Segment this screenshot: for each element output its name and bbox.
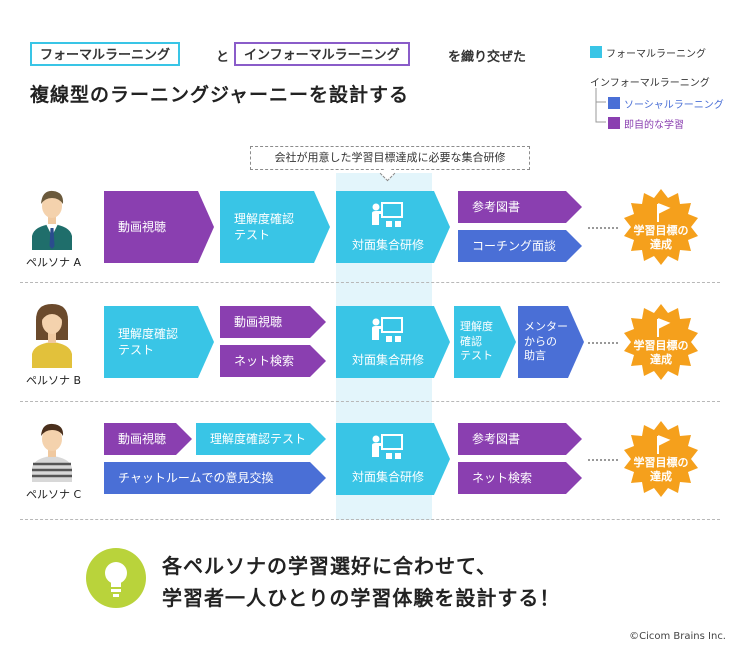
legend-immediate-swatch <box>608 117 620 129</box>
legend-formal-label: フォーマルラーニング <box>606 49 706 60</box>
persona-a-step-classroom: 対面集合研修 <box>336 191 450 263</box>
row-separator <box>20 282 720 283</box>
persona-b-step-search: ネット検索 <box>220 345 326 377</box>
header-suffix: を織り交ぜた <box>448 50 527 65</box>
summary-line-1: 各ペルソナの学習選好に合わせて、 <box>162 554 497 578</box>
classroom-label: 対面集合研修 <box>351 470 424 484</box>
row-separator <box>20 401 720 402</box>
persona-a-step-books: 参考図書 <box>458 191 582 223</box>
classroom-icon <box>370 433 404 461</box>
legend-formal-swatch <box>590 46 602 58</box>
persona-b-goal-badge: 学習目標の 達成 <box>622 303 700 381</box>
persona-c-avatar-icon <box>32 423 72 482</box>
persona-a-step-video: 動画視聴 <box>104 191 214 263</box>
persona-a-label: ペルソナ A <box>26 256 82 269</box>
goal-label: 学習目標の 達成 <box>633 456 689 484</box>
persona-c-step-chatroom: チャットルームでの意見交換 <box>104 462 326 494</box>
copyright-text: ©Cicom Brains Inc. <box>629 631 726 642</box>
goal-flag-icon <box>624 304 698 380</box>
persona-b-avatar-icon <box>32 304 72 368</box>
goal-label: 学習目標の 達成 <box>633 224 689 252</box>
classroom-label: 対面集合研修 <box>351 353 424 367</box>
continuation-dots <box>588 342 618 344</box>
persona-c-goal-badge: 学習目標の 達成 <box>622 420 700 498</box>
legend-immediate-label: 即自的な学習 <box>624 120 684 131</box>
persona-a-goal-badge: 学習目標の 達成 <box>622 188 700 266</box>
summary-line-2: 学習者一人ひとりの学習体験を設計する！ <box>162 586 561 610</box>
formal-learning-tag: フォーマルラーニング <box>30 42 181 66</box>
persona-c-step-video: 動画視聴 <box>104 423 192 455</box>
legend-tree-lines <box>595 88 606 123</box>
goal-label: 学習目標の 達成 <box>633 339 689 367</box>
legend-social-swatch <box>608 97 620 109</box>
persona-c-step-classroom: 対面集合研修 <box>336 423 450 495</box>
persona-c-step-search: ネット検索 <box>458 462 582 494</box>
persona-b-label: ペルソナ B <box>26 374 82 387</box>
lightbulb-icon <box>86 548 146 608</box>
classroom-icon <box>370 316 404 344</box>
legend-social-label: ソーシャルラーニング <box>624 100 724 111</box>
persona-a-avatar-icon <box>32 190 72 250</box>
persona-c-step-quiz: 理解度確認テスト <box>196 423 326 455</box>
persona-c-label: ペルソナ C <box>26 488 82 501</box>
persona-c-step-books: 参考図書 <box>458 423 582 455</box>
persona-b-step-mentor: メンター からの 助言 <box>518 306 584 378</box>
page-title: 複線型のラーニングジャーニーを設計する <box>30 84 410 106</box>
goal-flag-icon <box>624 189 698 265</box>
persona-b-step-classroom: 対面集合研修 <box>336 306 450 378</box>
persona-a-step-coaching: コーチング面談 <box>458 230 582 262</box>
persona-b-step-quiz-2: 理解度 確認 テスト <box>454 306 516 378</box>
header-connector: と <box>216 50 230 65</box>
classroom-icon <box>370 201 404 229</box>
goal-flag-icon <box>624 421 698 497</box>
persona-a-step-quiz: 理解度確認 テスト <box>220 191 330 263</box>
continuation-dots <box>588 227 618 229</box>
persona-b-step-video: 動画視聴 <box>220 306 326 338</box>
legend-informal-label: インフォーマルラーニング <box>590 78 710 89</box>
classroom-label: 対面集合研修 <box>351 238 424 252</box>
classroom-callout: 会社が用意した学習目標達成に必要な集合研修 <box>250 146 530 170</box>
persona-b-step-quiz: 理解度確認 テスト <box>104 306 214 378</box>
row-separator <box>20 519 720 520</box>
informal-learning-tag: インフォーマルラーニング <box>234 42 410 66</box>
continuation-dots <box>588 459 618 461</box>
